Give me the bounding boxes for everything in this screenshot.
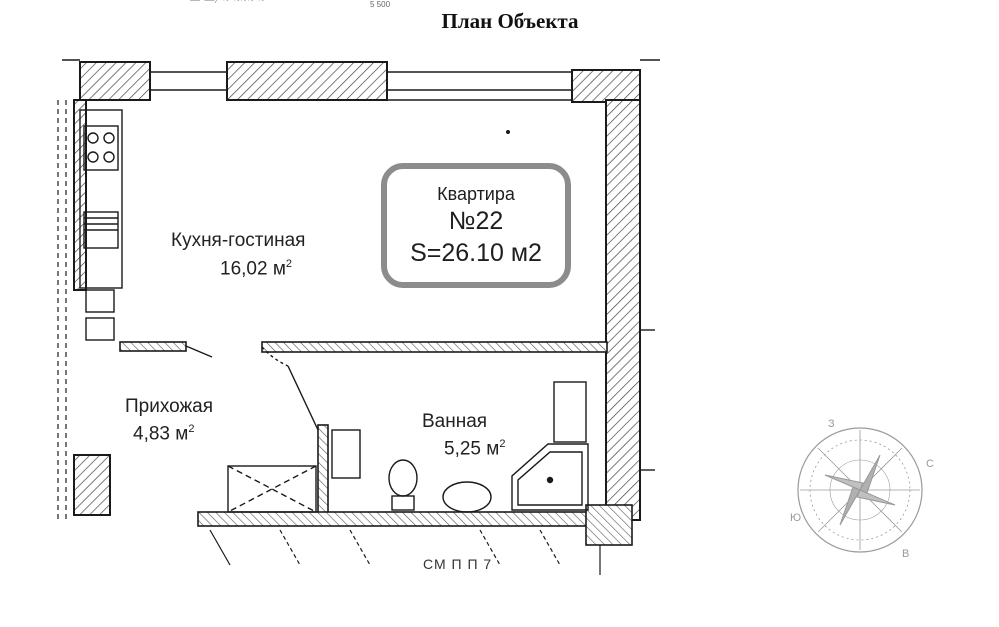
kitchen-counter xyxy=(79,109,123,341)
bottom-wall xyxy=(197,511,607,527)
wall-top-left xyxy=(79,61,151,101)
partition-kitchen-left xyxy=(119,341,187,352)
wall-top-right xyxy=(571,69,641,103)
compass-north-label: С xyxy=(926,458,934,470)
left-dashed-wall xyxy=(57,100,67,520)
wall-top-mid xyxy=(226,61,388,101)
room-area-bathroom: 5,25 м2 xyxy=(444,438,505,460)
apartment-area: S=26.10 м2 xyxy=(410,239,542,267)
hall-cabinet xyxy=(227,465,317,513)
sheet-code: СМ П П 7 xyxy=(423,556,493,572)
room-area-hallway: 4,83 м2 xyxy=(133,423,194,445)
lower-dashed-lines xyxy=(209,529,601,575)
scale-note: 5 500 xyxy=(370,0,391,9)
page-title: План Объекта xyxy=(441,9,579,33)
room-name-hallway: Прихожая xyxy=(125,396,214,417)
room-name-kitchen-living: Кухня-гостиная xyxy=(171,230,306,251)
area-value: 16,02 м xyxy=(220,258,286,280)
compass-south-label: Ю xyxy=(790,512,802,524)
compass-west-label: З xyxy=(828,418,835,430)
stove-burner xyxy=(87,132,99,144)
wall-left-lower xyxy=(73,454,111,516)
window-lines xyxy=(62,59,660,471)
basin-icon xyxy=(442,481,492,513)
partition-kitchen-bath xyxy=(261,341,608,353)
stove-burner xyxy=(103,151,115,163)
boiler xyxy=(553,381,587,443)
room-area-kitchen-living: 16,02 м2 xyxy=(220,258,292,280)
cabinet xyxy=(85,289,115,313)
washing-machine xyxy=(331,429,361,479)
bathroom-fixtures xyxy=(331,381,589,513)
door-hall xyxy=(185,345,319,431)
wall-right xyxy=(605,99,641,521)
toilet-icon xyxy=(388,459,418,497)
partition-hall-bath xyxy=(317,424,329,514)
area-value: 5,25 м xyxy=(444,438,500,460)
shower-icon xyxy=(511,443,589,511)
exterior-walls xyxy=(73,61,641,521)
room-name-bathroom: Ванная xyxy=(422,411,488,432)
area-value: 4,83 м xyxy=(133,423,189,445)
scrap-text: — —/ ~ ~~~ ~ xyxy=(190,0,266,6)
stove-burner xyxy=(103,132,115,144)
corner-column xyxy=(585,504,633,546)
ceiling-point xyxy=(506,130,510,134)
area-unit-power: 2 xyxy=(188,423,195,435)
area-unit-power: 2 xyxy=(285,258,293,270)
cabinet xyxy=(85,317,115,341)
apartment-number: №22 xyxy=(448,207,504,235)
apartment-label: Квартира xyxy=(437,184,515,204)
area-unit-power: 2 xyxy=(499,438,506,450)
apartment-info-box: Квартира №22 S=26.10 м2 xyxy=(381,163,571,288)
compass-east-label: В xyxy=(902,548,910,560)
stove-burner xyxy=(87,151,99,163)
compass-rose xyxy=(797,427,923,553)
